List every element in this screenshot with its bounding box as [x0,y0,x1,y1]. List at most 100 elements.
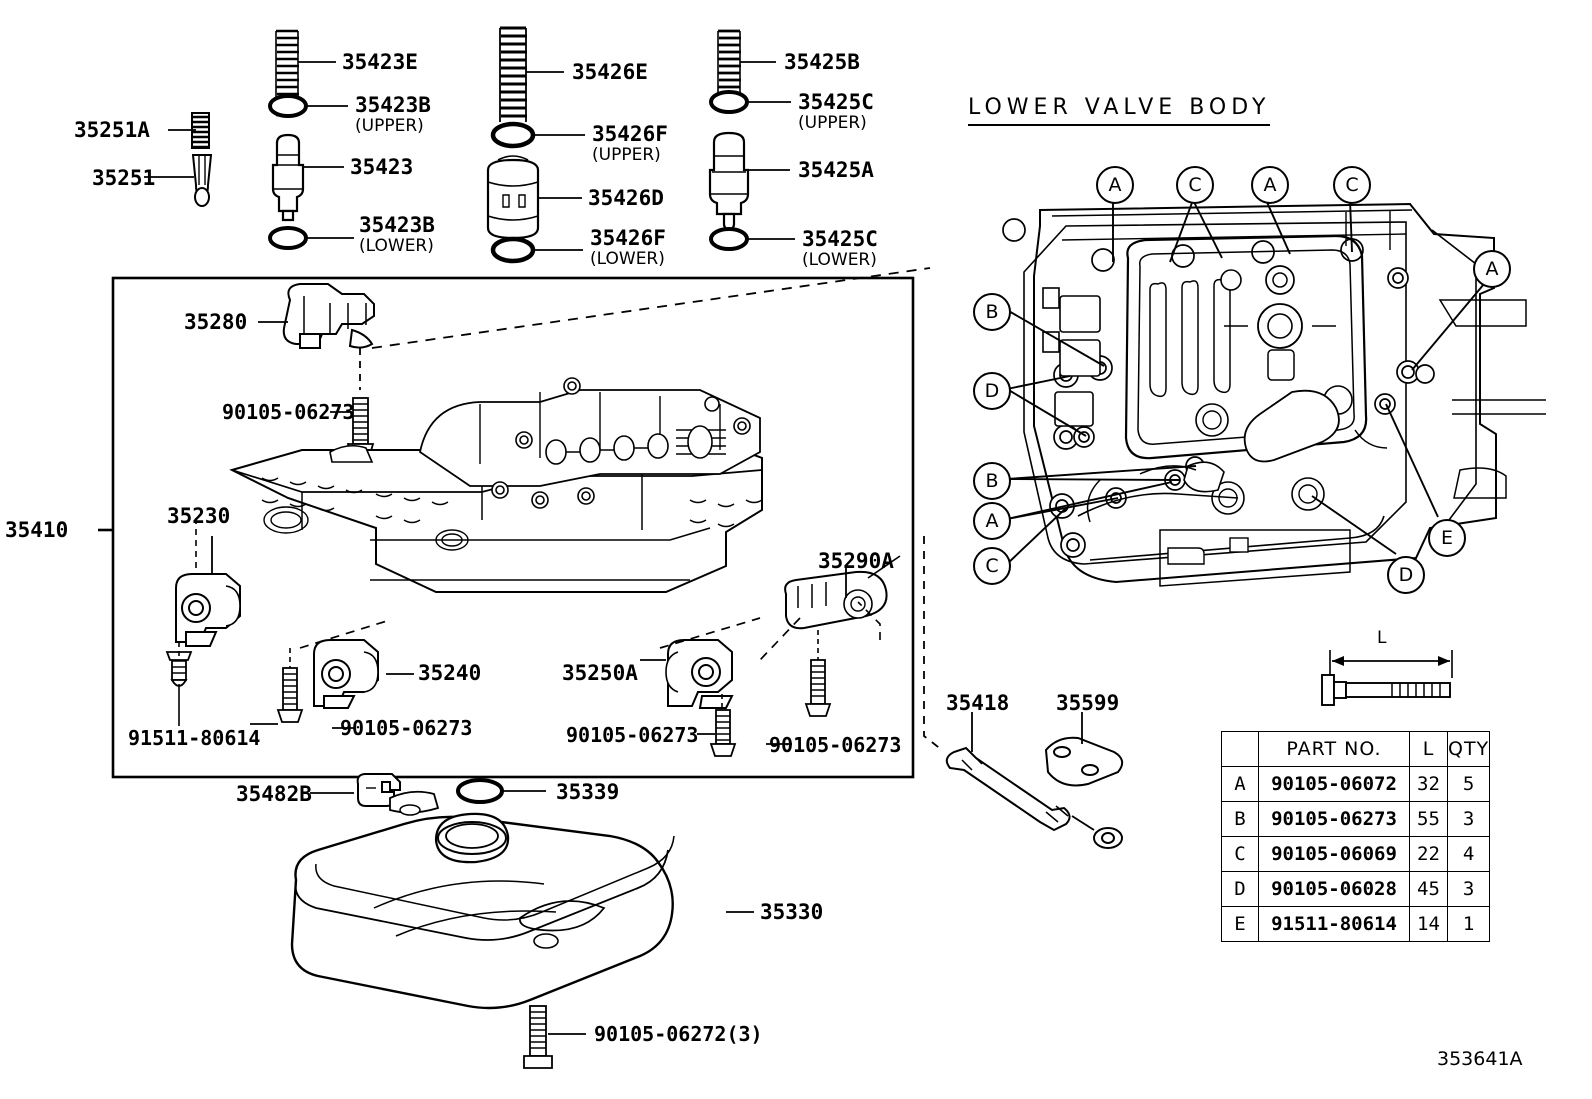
box-leader-lines [211,321,847,745]
row-qty: 1 [1446,906,1491,942]
part-bolt-35290a [804,659,832,717]
label-35426d: 35426D [588,186,664,210]
row-qty: 3 [1446,871,1491,907]
label-bolt-91511-80614: 91511-80614 [128,726,261,750]
label-35250a: 35250A [562,661,638,685]
callout-a-c2: A [1251,166,1289,204]
label-35425c-upper: 35425C [798,90,874,114]
label-35426e: 35426E [572,60,648,84]
part-35426e-spring [499,26,527,122]
label-35426f-lower: 35426F [590,226,666,250]
table-header-part-no: PART NO. [1258,731,1410,767]
label-35418: 35418 [946,691,1010,715]
table-header-qty: QTY [1446,731,1491,767]
callout-b-c7: B [973,462,1011,500]
label-bolt-90105-06273-a: 90105-06273 [340,716,473,740]
part-35410-valve-body [229,377,763,593]
row-key: A [1221,766,1259,802]
label-35425a: 35425A [798,158,874,182]
label-35240: 35240 [418,661,482,685]
label-35423e: 35423E [342,50,418,74]
label-35423b-lower: 35423B [359,213,435,237]
label-35251: 35251 [92,166,156,190]
row-part-no: 90105-06072 [1258,766,1410,802]
row-length: 32 [1409,766,1448,802]
row-part-no: 90105-06069 [1258,836,1410,872]
part-35426f-upper-oring [490,121,536,149]
label-35423b-lower-sub: (LOWER) [359,236,434,256]
part-35251-valve [191,154,213,207]
label-35280: 35280 [184,310,248,334]
table-header-row: PART NO. L QTY [1221,731,1491,767]
row-length: 55 [1409,801,1448,837]
part-35250a-solenoid [665,639,734,709]
dashed-bracket [923,536,943,751]
callout-c-c3: C [1333,166,1371,204]
label-bolt-90105-06273-c: 90105-06273 [769,733,902,757]
part-35418-tube [945,746,1123,849]
row-key: E [1221,906,1259,942]
part-35251a-spring [191,112,210,149]
row-part-no: 91511-80614 [1258,906,1410,942]
part-35426d-valve [486,155,540,240]
label-35599: 35599 [1056,691,1120,715]
label-35425c-lower-sub: (LOWER) [802,250,877,270]
label-bolt-90105-06273-b: 90105-06273 [566,723,699,747]
part-35339-oring [456,778,504,804]
label-35251a: 35251A [74,118,150,142]
dashed-leader-35280 [371,267,931,349]
part-35280-solenoid [282,283,375,349]
part-35425c-lower-oring [709,227,749,251]
lower-valve-body-drawing [1002,202,1546,587]
part-35425c-upper-oring [709,90,749,114]
row-part-no: 90105-06028 [1258,871,1410,907]
label-35425b: 35425B [784,50,860,74]
part-35423-valve [271,133,305,222]
callout-a-c8: A [973,502,1011,540]
row-part-no: 90105-06273 [1258,801,1410,837]
row-qty: 5 [1446,766,1491,802]
bolt-length-mark: L [1377,628,1387,648]
valve-body-box [111,276,915,779]
label-35482b: 35482B [236,782,312,806]
part-35423b-lower-oring [268,226,308,250]
label-bolt-90105-06273-top: 90105-06273 [222,400,355,424]
row-length: 22 [1409,836,1448,872]
row-length: 14 [1409,906,1448,942]
top-leader-lines [144,61,795,251]
row-key: B [1221,801,1259,837]
callout-c-c1: C [1176,166,1214,204]
table-header-l: L [1409,731,1448,767]
label-35426f-upper: 35426F [592,122,668,146]
callout-b-c5: B [973,293,1011,331]
table-header-key [1221,731,1259,767]
part-35240-solenoid [313,639,379,709]
part-35290a [784,570,888,630]
row-length: 45 [1409,871,1448,907]
label-35425c-upper-sub: (UPPER) [798,113,867,133]
callout-leaders [1006,199,1485,565]
label-35425c-lower: 35425C [802,227,878,251]
label-35423: 35423 [350,155,414,179]
callout-c-c9: C [973,547,1011,585]
part-35330-oil-strainer [290,790,675,1010]
row-key: D [1221,871,1259,907]
bolt-dimension-icon [1321,650,1453,706]
label-35330: 35330 [760,900,824,924]
label-35230: 35230 [167,504,231,528]
label-35423b-upper-sub: (UPPER) [355,116,424,136]
part-35426f-lower-oring [490,236,536,264]
label-bolt-90105-06272: 90105-06272(3) [594,1022,763,1046]
label-35410: 35410 [5,518,69,542]
callout-e-c10: E [1428,519,1466,557]
label-35290a: 35290A [818,549,894,573]
part-bolt-strainer [523,1005,553,1069]
part-bolt-35240 [276,667,304,723]
